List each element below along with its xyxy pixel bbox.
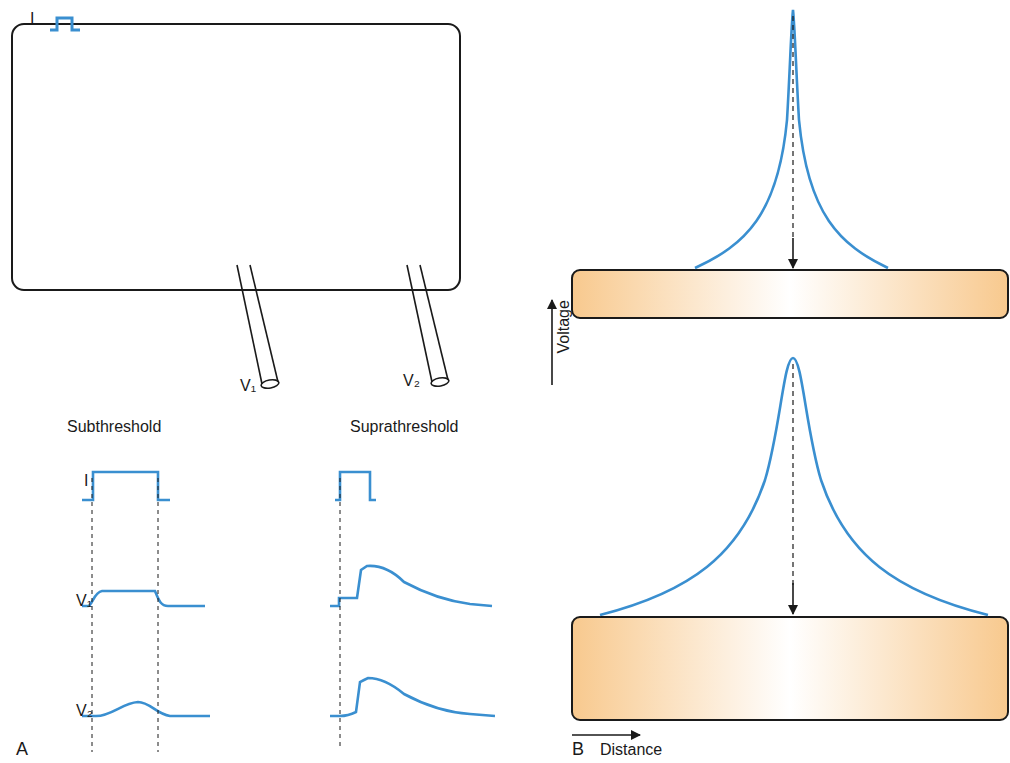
trace-label: V₁	[76, 592, 92, 610]
guide-line	[92, 478, 340, 752]
current-pulse	[50, 18, 80, 30]
voltage-profile	[695, 10, 888, 268]
electrode-label: V₂	[403, 372, 420, 390]
axis-label: Distance	[600, 741, 662, 759]
current-label: I	[30, 10, 34, 28]
arrow	[792, 583, 794, 614]
axon-bar	[572, 617, 1008, 720]
guide-line	[792, 364, 793, 585]
electrode-label: V₁	[240, 377, 256, 395]
trace-label: V₂	[76, 702, 93, 720]
axis-arrow	[551, 300, 553, 385]
cell-outline	[12, 24, 460, 290]
panel-letter: B	[572, 740, 584, 760]
axis-label: Voltage	[555, 300, 573, 353]
axon-bar	[572, 270, 1008, 318]
trace	[82, 472, 495, 716]
panel-heading: Suprathreshold	[350, 418, 459, 436]
electrode	[237, 265, 450, 390]
axis-arrow	[572, 734, 640, 736]
voltage-profile	[600, 358, 988, 615]
trace-label: I	[84, 472, 88, 490]
arrow	[792, 238, 794, 268]
panel-heading: Subthreshold	[67, 418, 161, 436]
guide-line	[792, 16, 793, 240]
panel-letter: A	[16, 740, 28, 760]
